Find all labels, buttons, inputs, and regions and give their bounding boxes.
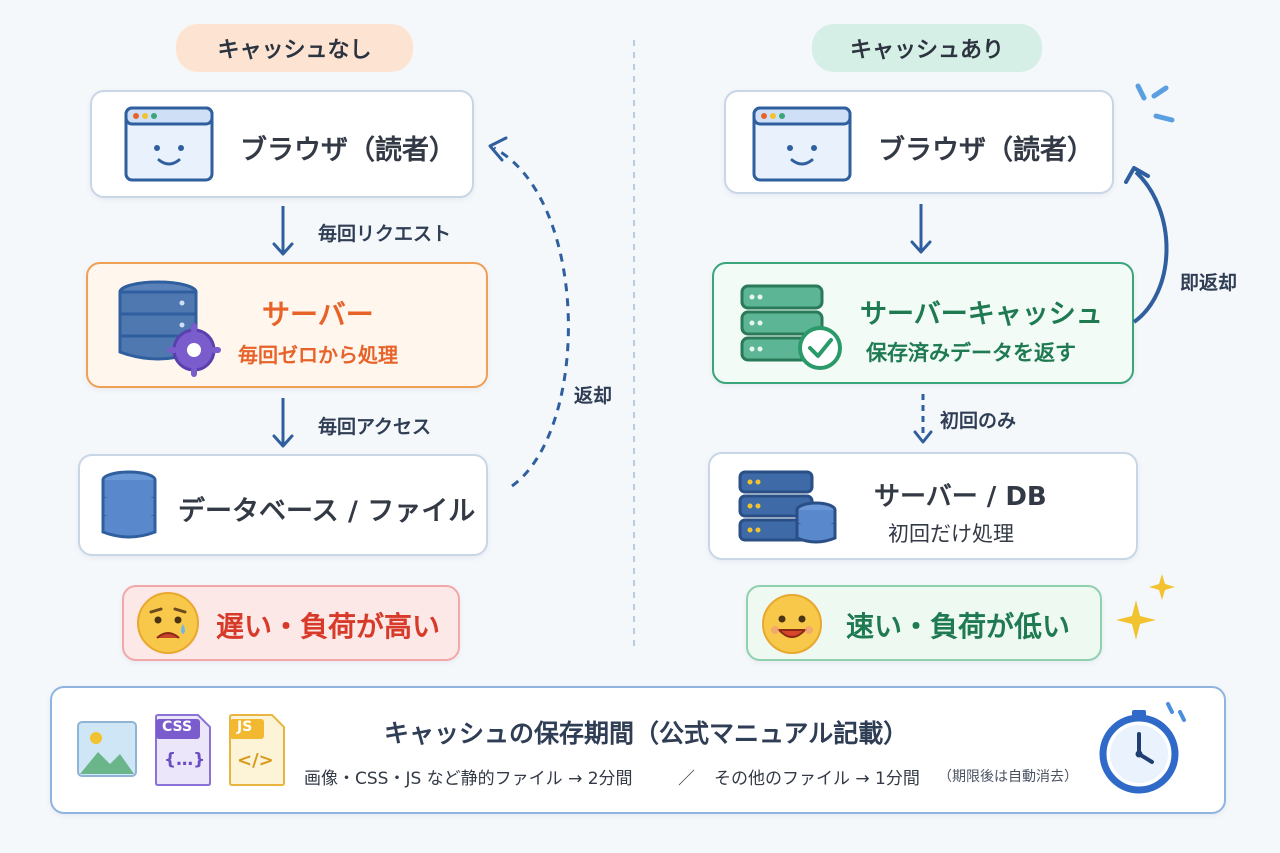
worried-face-icon	[137, 592, 199, 654]
footer-note: （期限後は自動消去）	[938, 769, 1078, 785]
footer-title: キャッシュの保存期間（公式マニュアル記載）	[384, 719, 909, 748]
js-code-glyph: </>	[237, 750, 274, 771]
right-db-title: サーバー / DB	[874, 482, 1047, 512]
left-title: キャッシュなし	[217, 38, 372, 63]
down-arrow-icon	[272, 206, 294, 256]
left-server-title: サーバー	[262, 298, 374, 331]
image-file-icon	[77, 721, 137, 777]
footer-other-files-line: その他のファイル → 1分間	[714, 769, 920, 789]
return-label: 返却	[574, 385, 613, 407]
left-database-label: データベース / ファイル	[178, 496, 476, 527]
database-icon	[101, 470, 157, 539]
request-label: 毎回リクエスト	[318, 223, 452, 245]
instant-return-arrow	[1124, 166, 1169, 324]
right-browser-label: ブラウザ（読者）	[878, 135, 1094, 166]
css-file-icon	[155, 714, 211, 786]
cache-server-check-icon	[740, 284, 842, 370]
footer-static-files-line: 画像・CSS・JS など静的ファイル → 2分間	[304, 769, 633, 789]
left-result-label: 遅い・負荷が高い	[216, 610, 441, 643]
footer-panel	[50, 686, 1226, 814]
browser-window-icon	[124, 106, 214, 182]
sparkle-lines-icon	[1135, 83, 1175, 123]
first-only-dashed-arrow	[913, 394, 933, 444]
left-title-pill: キャッシュなし	[176, 24, 413, 72]
center-divider	[633, 40, 635, 648]
right-db-sub: 初回だけ処理	[888, 522, 1014, 546]
css-braces-glyph: {…}	[164, 750, 206, 770]
left-server-sub: 毎回ゼロから処理	[238, 343, 398, 367]
sparkle-stars-icon	[1116, 574, 1175, 640]
left-browser-label: ブラウザ（読者）	[240, 135, 456, 166]
right-cache-title: サーバーキャッシュ	[860, 299, 1103, 330]
access-label: 毎回アクセス	[318, 416, 432, 438]
return-dashed-arrow	[488, 136, 570, 488]
right-title: キャッシュあり	[849, 38, 1004, 63]
stopwatch-icon	[1099, 702, 1186, 794]
right-cache-sub: 保存済みデータを返す	[866, 341, 1076, 365]
right-title-pill: キャッシュあり	[812, 24, 1042, 72]
js-badge-label: JS	[237, 719, 253, 735]
css-badge-label: CSS	[162, 719, 193, 735]
right-result-label: 速い・負荷が低い	[846, 610, 1071, 643]
down-arrow-icon	[910, 204, 932, 254]
browser-window-icon	[752, 106, 852, 182]
first-only-label: 初回のみ	[940, 410, 1017, 432]
smiling-face-icon	[762, 594, 822, 654]
server-gear-icon	[118, 280, 221, 377]
server-database-icon	[738, 470, 837, 544]
js-file-icon	[229, 714, 285, 786]
down-arrow-icon	[272, 398, 294, 448]
instant-return-label: 即返却	[1180, 272, 1238, 294]
footer-separator: ／	[678, 769, 695, 789]
